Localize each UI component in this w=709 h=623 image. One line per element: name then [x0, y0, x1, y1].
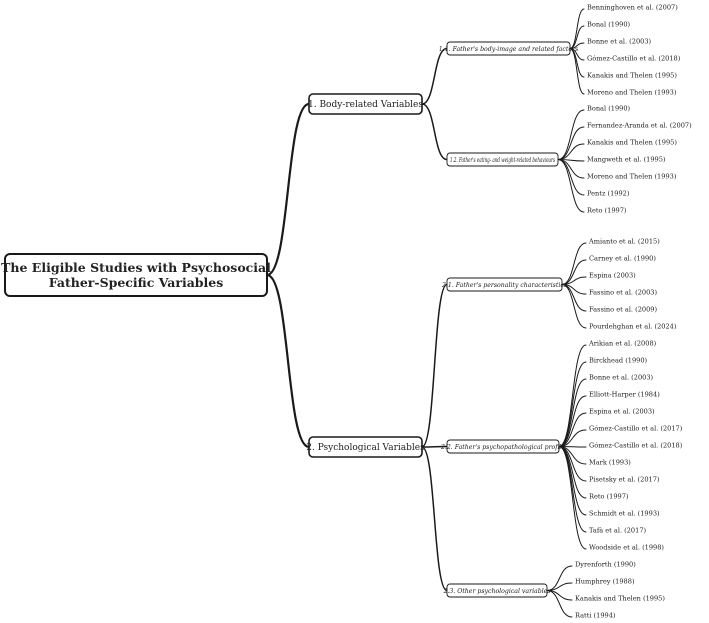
- edge-root-to-category: [265, 273, 311, 449]
- edge-category-to-subcategory: [421, 446, 448, 592]
- leaf-citation: Pisetsky et al. (2017): [589, 476, 660, 484]
- category-label: 2. Psychological Variables: [306, 443, 425, 453]
- leaf-citation: Ratti (1994): [575, 612, 616, 620]
- subcategory-node-2-1: 2.1. Father's personality characteristic…: [441, 277, 567, 292]
- root-title-line-2: Father-Specific Variables: [49, 275, 224, 290]
- leaf-list-2-3: Dyrenforth (1990) Humphrey (1988) Kanaki…: [575, 561, 665, 620]
- leaf-list-1-1: Benninghoven et al. (2007) Bonal (1990) …: [587, 4, 681, 97]
- leaf-list-1-2: Bonal (1990) Fernandez-Aranda et al. (20…: [587, 105, 692, 215]
- leaf-citation: Mangweth et al. (1995): [587, 156, 666, 164]
- edge-subcategory-to-leaf: [558, 395, 587, 447]
- leaf-citation: Woodside et al. (1998): [589, 544, 664, 552]
- edge-subcategory-to-leaf: [546, 565, 573, 591]
- edge-category-to-subcategory: [421, 445, 448, 448]
- leaf-citation: Tafà et al. (2017): [589, 526, 647, 535]
- leaf-citation: Gómez-Castillo et al. (2017): [589, 425, 683, 433]
- leaf-citation: Gómez-Castillo et al. (2018): [587, 55, 681, 63]
- category-label: 1. Body-related Variables: [308, 100, 423, 110]
- leaf-citation: Reto (1997): [589, 493, 629, 501]
- subcategory-node-1-1: 1.1. Father's body-image and related fac…: [439, 41, 578, 56]
- subcategory-box: [446, 583, 548, 598]
- leaf-citation: Fernandez-Aranda et al. (2007): [587, 122, 692, 130]
- edge-subcategory-to-leaf: [557, 159, 585, 179]
- leaf-citation: Elliott-Harper (1984): [589, 391, 660, 399]
- root-node: The Eligible Studies with Psychosocial F…: [1, 253, 271, 297]
- edge-subcategory-to-leaf: [557, 159, 585, 213]
- subcategory-label: 1.1. Father's body-image and related fac…: [439, 46, 578, 53]
- connector-lines: [265, 8, 587, 618]
- subcategory-node-2-3: 2.3. Other psychological variables: [442, 583, 551, 598]
- category-node-psychological: 2. Psychological Variables: [306, 436, 425, 458]
- subcategory-label: 2.3. Other psychological variables: [442, 588, 550, 595]
- edge-subcategory-to-leaf: [558, 361, 587, 447]
- edge-subcategory-to-leaf: [557, 109, 585, 160]
- leaf-list-2-2: Arikian et al. (2008) Birckhead (1990) B…: [588, 340, 683, 552]
- edge-subcategory-to-leaf: [546, 590, 573, 601]
- leaf-citation: Schmidt et al. (1993): [589, 510, 660, 518]
- leaf-citation: Amianto et al. (2015): [588, 238, 660, 246]
- edge-root-to-category: [265, 102, 311, 277]
- edge-subcategory-to-leaf: [558, 446, 587, 550]
- leaf-citation: Bonne et al. (2003): [589, 374, 654, 382]
- edge-subcategory-to-leaf: [557, 126, 585, 160]
- subcategory-box: [446, 152, 559, 167]
- root-title-line-1: The Eligible Studies with Psychosocial: [1, 260, 271, 275]
- leaf-citation: Pentz (1992): [587, 190, 630, 198]
- edge-subcategory-to-leaf: [558, 378, 587, 447]
- subcategory-box: [446, 41, 571, 56]
- leaf-citation: Carney et al. (1990): [589, 255, 656, 263]
- leaf-citation: Bonal (1990): [587, 105, 631, 113]
- edge-subcategory-to-leaf: [558, 412, 587, 447]
- leaf-citation: Benninghoven et al. (2007): [587, 4, 678, 12]
- category-node-body-related: 1. Body-related Variables: [308, 93, 423, 115]
- root-node-box: [4, 253, 268, 297]
- leaf-citation: Mark (1993): [589, 459, 631, 467]
- edge-category-to-subcategory: [421, 103, 448, 161]
- leaf-citation: Moreno and Thelen (1993): [587, 89, 677, 97]
- subcategory-box: [446, 277, 563, 292]
- subcategory-label: 1.2. Father's eating- and weight-related…: [450, 157, 555, 164]
- leaf-citation: Reto (1997): [587, 207, 627, 215]
- edge-subcategory-to-leaf: [557, 143, 585, 160]
- edge-subcategory-to-leaf: [546, 590, 573, 618]
- edge-category-to-subcategory: [421, 283, 448, 448]
- leaf-citation: Fassino et al. (2003): [589, 289, 657, 297]
- edge-subcategory-to-leaf: [569, 8, 585, 49]
- leaf-list-2-1: Amianto et al. (2015) Carney et al. (199…: [588, 238, 677, 331]
- leaf-citation: Moreno and Thelen (1993): [587, 173, 677, 181]
- subcategory-node-1-2: 1.2. Father's eating- and weight-related…: [446, 152, 559, 167]
- edge-subcategory-to-leaf: [561, 242, 587, 285]
- edge-subcategory-to-leaf: [569, 25, 585, 49]
- category-box: [308, 436, 423, 458]
- edge-subcategory-to-leaf: [569, 48, 585, 95]
- leaf-citation: Pourdehghan et al. (2024): [589, 323, 677, 331]
- leaf-citation: Espina (2003): [589, 272, 636, 280]
- leaf-citation: Kanakis and Thelen (1995): [587, 72, 677, 80]
- subcategory-box: [446, 439, 560, 454]
- leaf-citation: Gómez-Castillo et al. (2018): [589, 442, 683, 450]
- leaf-citation: Bonne et al. (2003): [587, 38, 652, 46]
- leaf-citation: Fassino et al. (2009): [589, 306, 657, 314]
- leaf-citation: Dyrenforth (1990): [575, 561, 636, 569]
- edge-subcategory-to-leaf: [561, 259, 587, 285]
- leaf-citation: Kanakis and Thelen (1995): [575, 595, 665, 603]
- edge-subcategory-to-leaf: [561, 284, 587, 329]
- subcategory-node-2-2: 2.2. Father's psychopathological profile: [440, 439, 565, 454]
- leaf-citation: Kanakis and Thelen (1995): [587, 139, 677, 147]
- leaf-citation: Humphrey (1988): [575, 578, 635, 586]
- edge-subcategory-to-leaf: [558, 446, 587, 516]
- leaf-citation: Bonal (1990): [587, 21, 631, 29]
- leaf-citation: Birckhead (1990): [589, 357, 648, 365]
- leaf-citation: Arikian et al. (2008): [588, 340, 657, 348]
- edge-subcategory-to-leaf: [558, 446, 587, 533]
- subcategory-label: 2.2. Father's psychopathological profile: [440, 444, 565, 451]
- leaf-citation: Espina et al. (2003): [589, 408, 655, 416]
- edge-category-to-subcategory: [421, 47, 448, 105]
- subcategory-label: 2.1. Father's personality characteristic…: [441, 282, 567, 289]
- edge-subcategory-to-leaf: [558, 344, 587, 447]
- category-box: [308, 93, 423, 115]
